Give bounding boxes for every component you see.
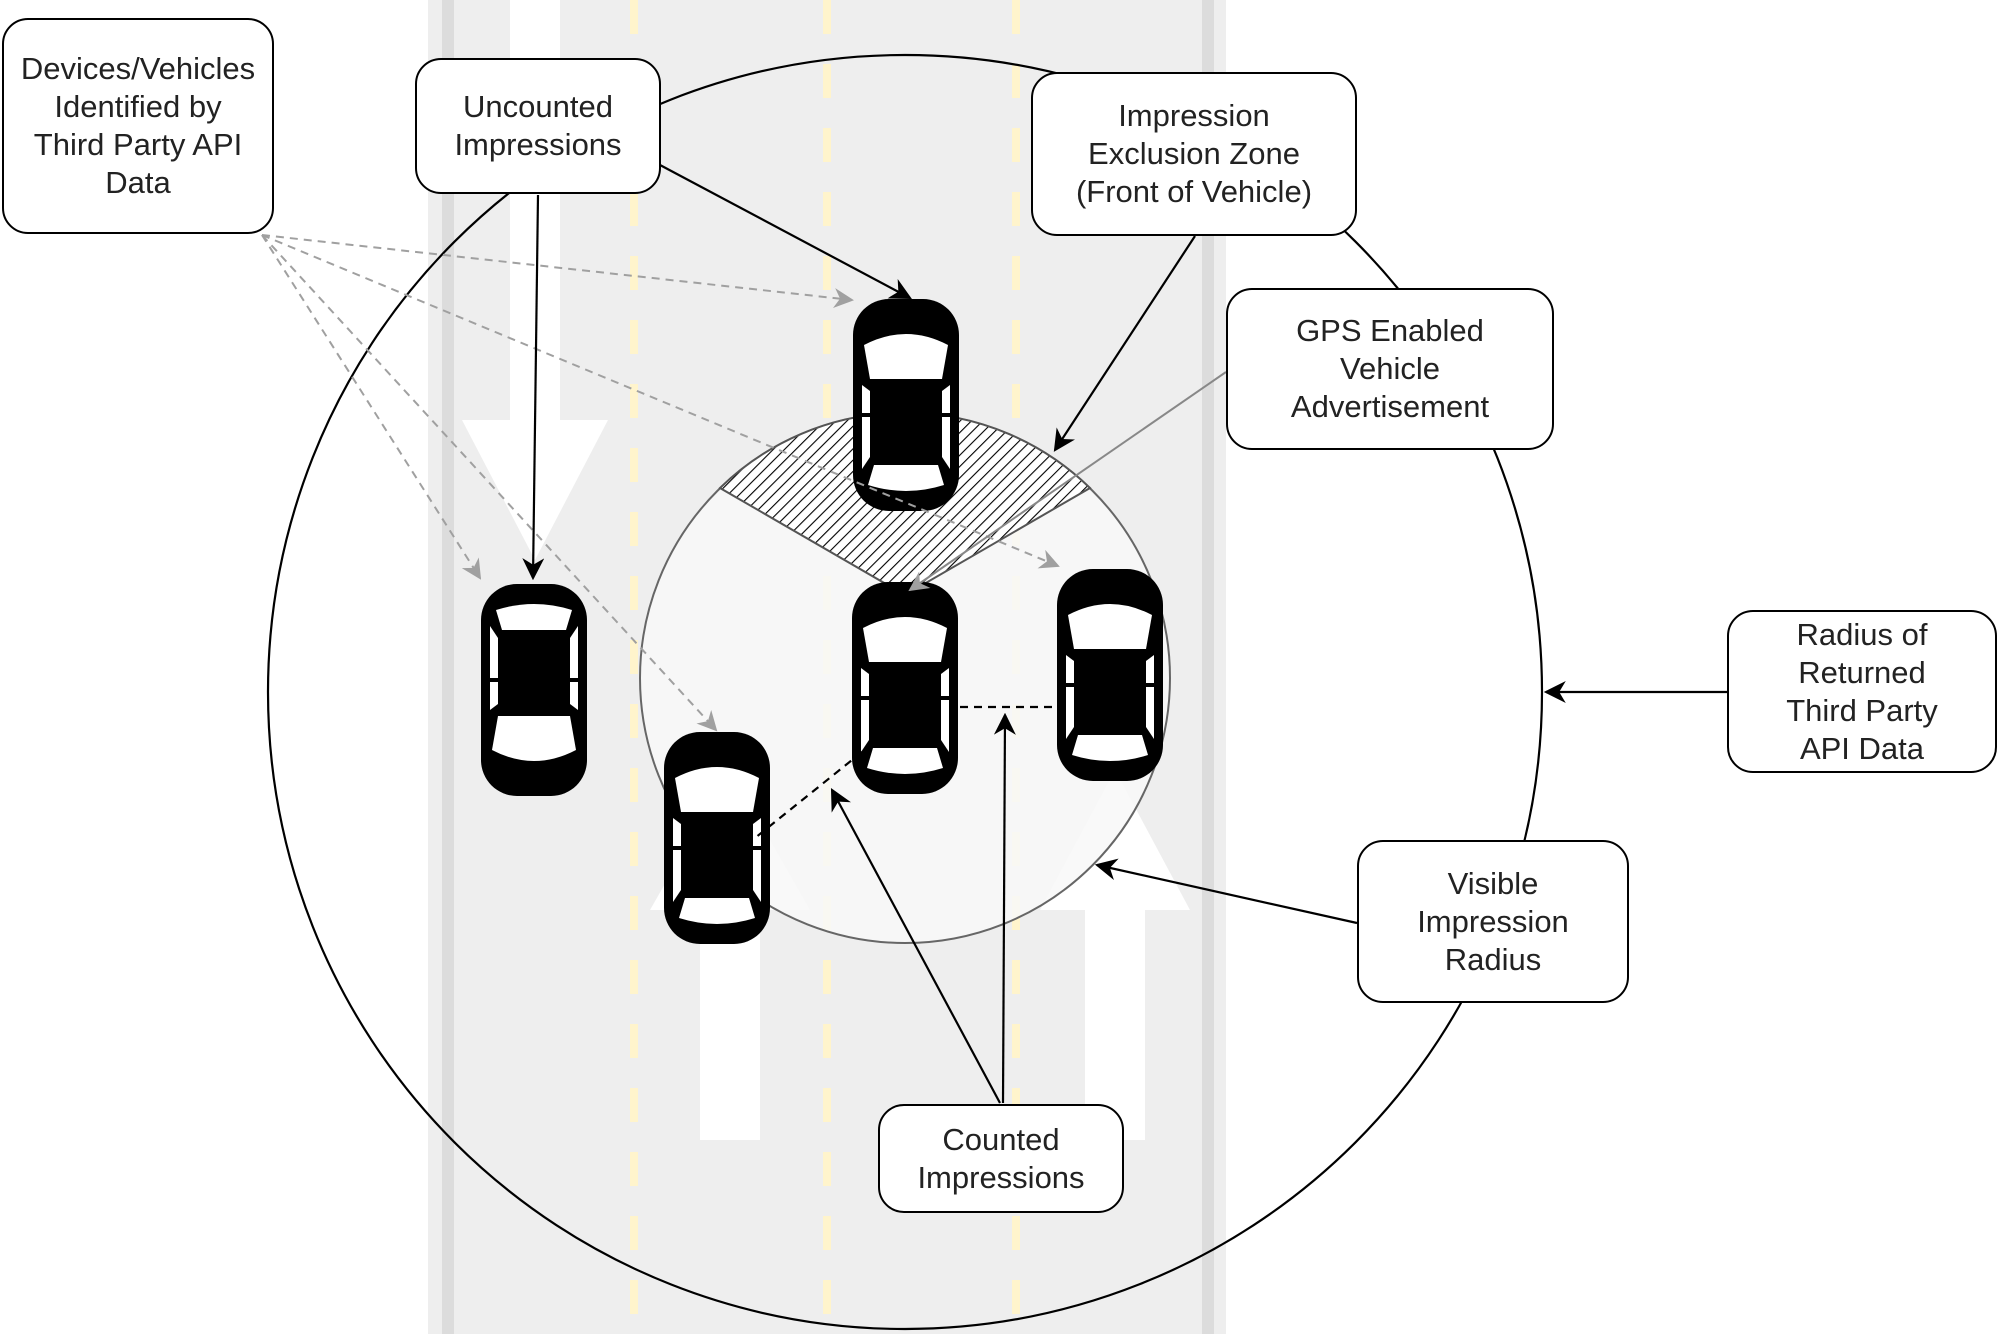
- devices-identified-label: Devices/Vehicles Identified by Third Par…: [2, 18, 274, 234]
- gps-pointer-line: [908, 371, 1227, 592]
- car-top-view-icon: [662, 730, 772, 946]
- device-pointer-lines: [261, 234, 1060, 732]
- car-top-view-icon: [850, 580, 960, 796]
- counted-impressions-label: Counted Impressions: [878, 1104, 1124, 1213]
- car-top-view-icon: [1055, 567, 1165, 783]
- uncounted-impressions-label: Uncounted Impressions: [415, 58, 661, 194]
- road-edge-right: [1202, 0, 1214, 1334]
- car-top-view-icon: [479, 582, 589, 798]
- radius-api-label: Radius of Returned Third Party API Data: [1727, 610, 1997, 773]
- visible-radius-label: Visible Impression Radius: [1357, 840, 1629, 1003]
- third-party-radius-circle: [266, 53, 1544, 1331]
- gps-vehicle-label: GPS Enabled Vehicle Advertisement: [1226, 288, 1554, 450]
- car-top-view-icon: [851, 297, 961, 513]
- road-edge-left: [442, 0, 454, 1334]
- arrow-down-icon: [462, 0, 608, 560]
- sight-line: [754, 751, 863, 839]
- connector-arrows: [522, 164, 1727, 1104]
- exclusion-zone-label: Impression Exclusion Zone (Front of Vehi…: [1031, 72, 1357, 236]
